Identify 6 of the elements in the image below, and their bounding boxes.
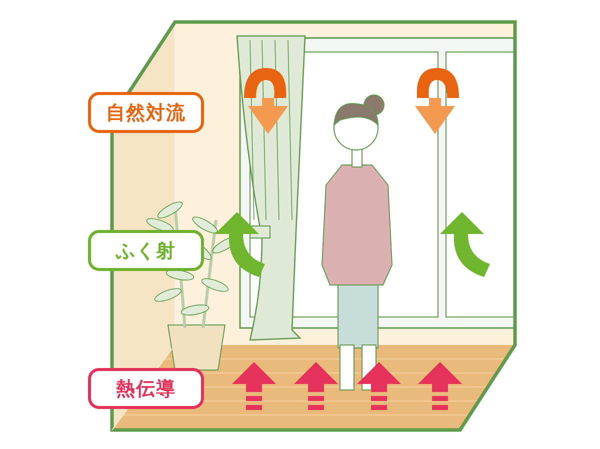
label-text: 熱伝導 xyxy=(116,376,176,402)
label-text: ふく射 xyxy=(116,238,176,264)
label-box xyxy=(88,368,204,409)
label-text: 自然対流 xyxy=(106,100,186,126)
label-box xyxy=(88,92,204,133)
label-box xyxy=(88,230,204,271)
